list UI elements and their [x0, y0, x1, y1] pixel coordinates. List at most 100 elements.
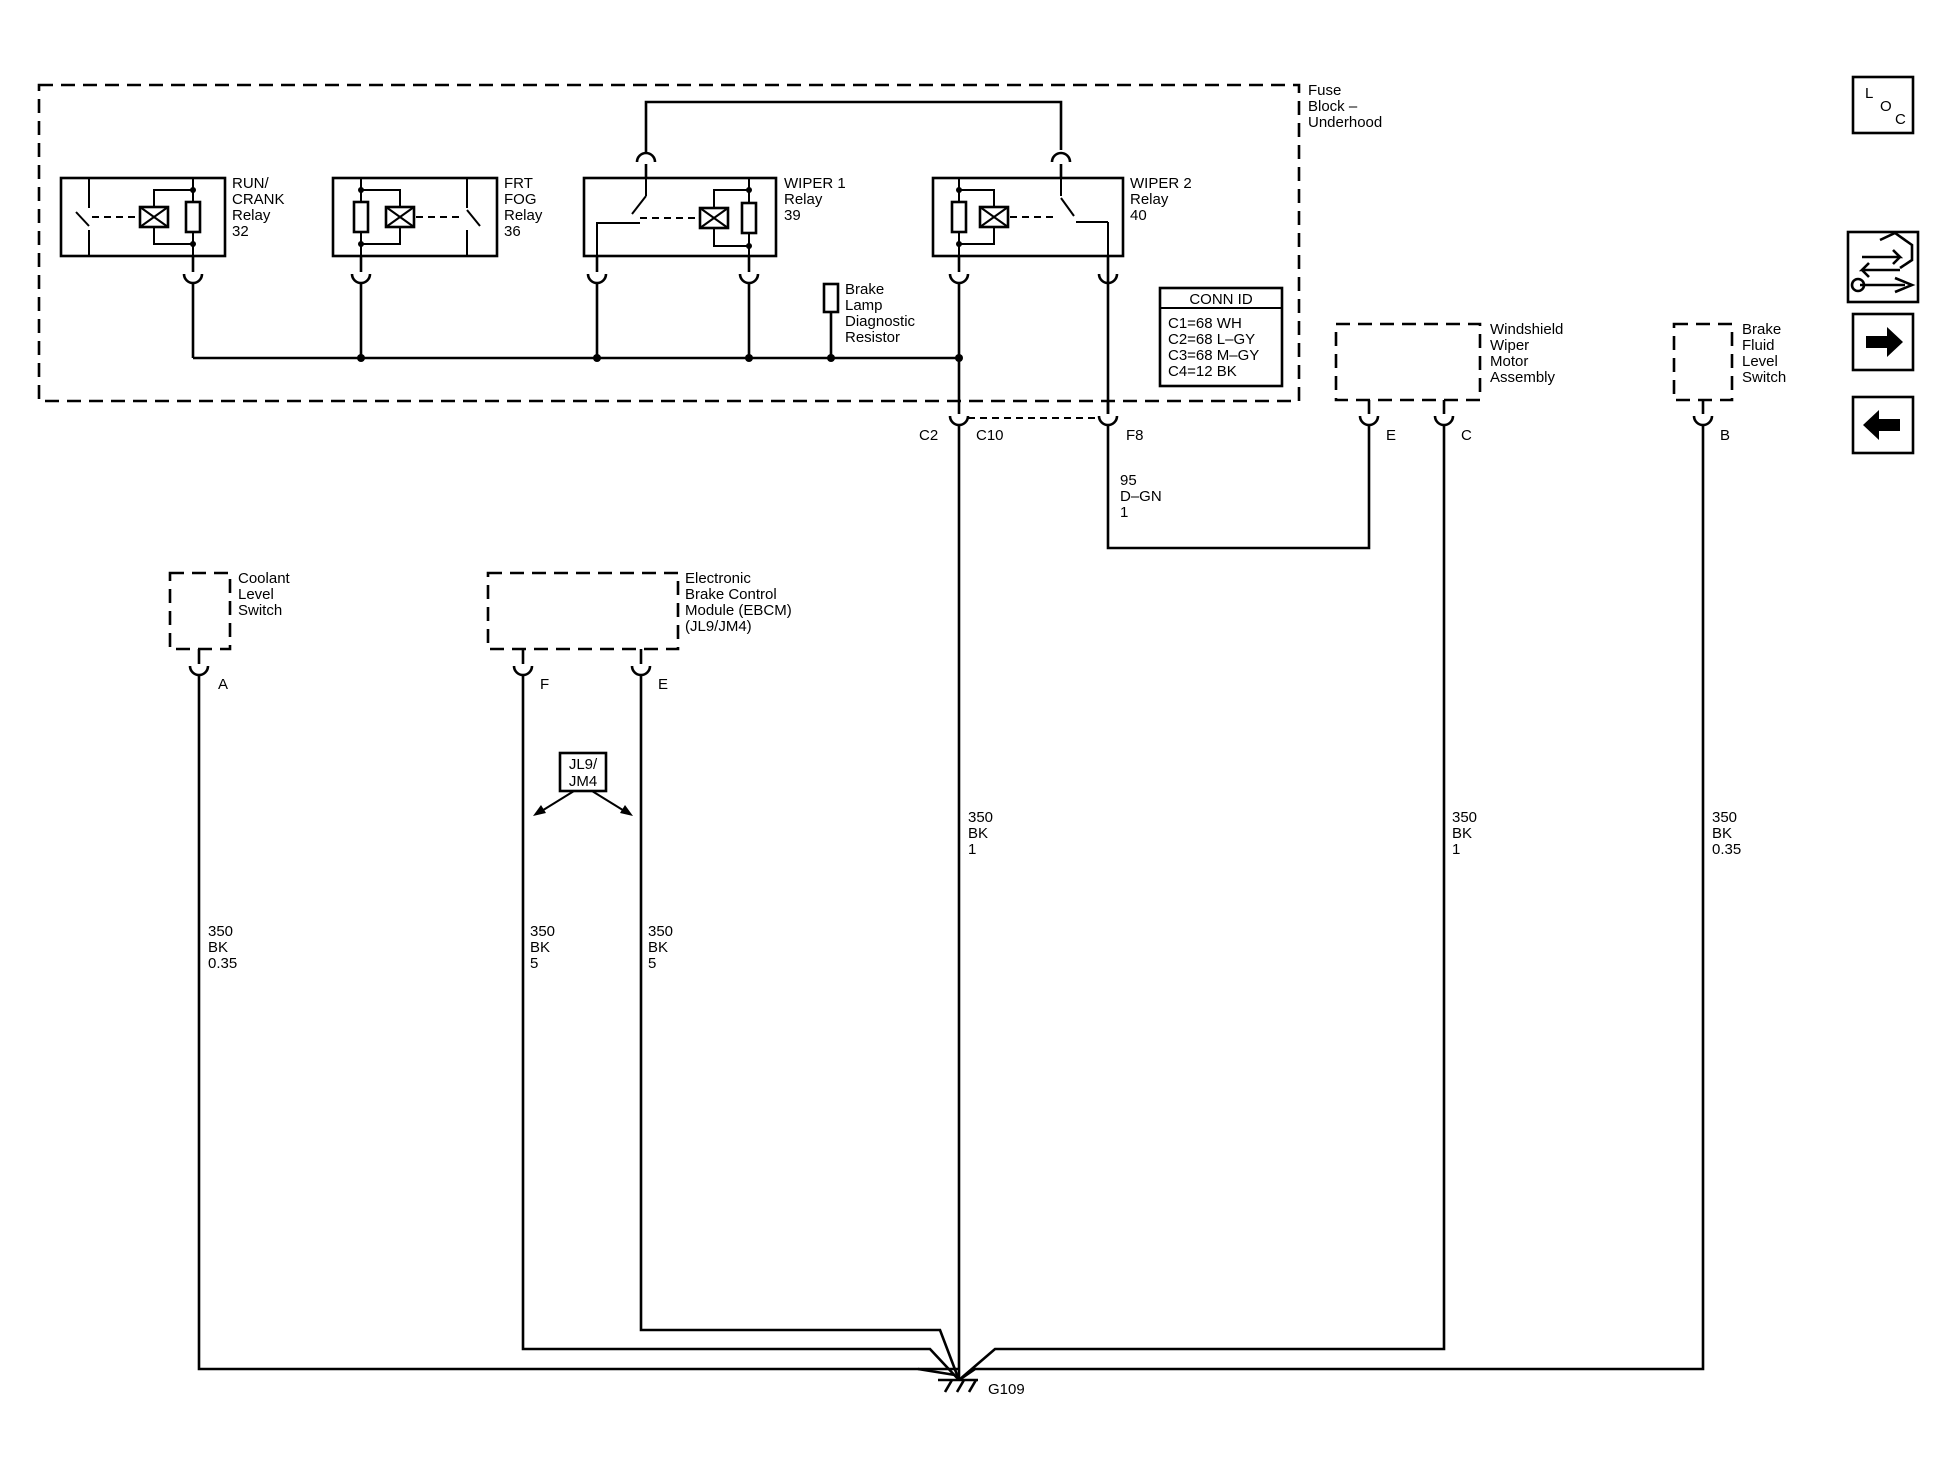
brake-fluid-wire-label-3: 0.35 — [1712, 841, 1741, 858]
c2-wire-label-3: 1 — [968, 841, 976, 858]
fuse-block-label-1: Fuse — [1308, 82, 1341, 99]
ebcm-label-2: Brake Control — [685, 586, 777, 603]
connector-tool-button[interactable] — [1846, 230, 1920, 304]
conn-id-row-3: C3=68 M–GY — [1168, 347, 1259, 364]
wiper-2-relay-label-1: WIPER 2 — [1130, 175, 1192, 192]
run-crank-relay-label-2: CRANK — [232, 191, 285, 208]
run-crank-relay: RUN/ CRANK Relay 32 — [59, 175, 285, 258]
wiper-motor-label-2: Wiper — [1490, 337, 1529, 354]
coolant-label-2: Level — [238, 586, 274, 603]
connector-f8-label: F8 — [1126, 427, 1144, 444]
run-crank-relay-label-4: 32 — [232, 223, 249, 240]
wire-labels: 350 BK 1 350 BK 1 350 BK 0.35 350 BK 0.3… — [208, 809, 1741, 972]
ebcm-e-wire-label-2: BK — [648, 939, 668, 956]
loc-letter-o: O — [1880, 98, 1892, 115]
ebcm-f-wire-label-2: BK — [530, 939, 550, 956]
ebcm-connector-e-label: E — [658, 676, 668, 693]
wiper-motor-label-1: Windshield — [1490, 321, 1563, 338]
wire-95-label-2: D–GN — [1120, 488, 1162, 505]
frt-fog-relay-label-2: FOG — [504, 191, 537, 208]
ground-g109-label: G109 — [988, 1381, 1025, 1398]
ground-g109: G109 — [938, 1378, 1025, 1398]
brake-fluid-label-4: Switch — [1742, 369, 1786, 386]
ebcm-e-wire-label-1: 350 — [648, 923, 673, 940]
resistor-label-2: Lamp — [845, 297, 883, 314]
option-label-1: JL9/ — [569, 756, 598, 773]
conn-id-row-4: C4=12 BK — [1168, 363, 1237, 380]
loc-letter-l: L — [1865, 85, 1873, 102]
conn-id-table: CONN ID C1=68 WH C2=68 L–GY C3=68 M–GY C… — [1158, 286, 1284, 388]
conn-id-title: CONN ID — [1189, 291, 1253, 308]
fuse-block-underhood: Fuse Block – Underhood — [37, 82, 1382, 403]
ground-wires — [197, 425, 1705, 1382]
brake-lamp-diagnostic-resistor: Brake Lamp Diagnostic Resistor — [822, 281, 916, 346]
wiper-2-relay: WIPER 2 Relay 40 — [931, 175, 1192, 258]
wiper-motor-label-4: Assembly — [1490, 369, 1556, 386]
option-jl9-jm4: JL9/ JM4 — [533, 751, 633, 816]
wiper-2-relay-label-3: 40 — [1130, 207, 1147, 224]
wiper-1-relay-label-3: 39 — [784, 207, 801, 224]
wiper-1-relay-label-1: WIPER 1 — [784, 175, 846, 192]
wiper-connector-c-label: C — [1461, 427, 1472, 444]
conn-id-row-1: C1=68 WH — [1168, 315, 1242, 332]
wiper-motor-label-3: Motor — [1490, 353, 1528, 370]
ebcm-label-4: (JL9/JM4) — [685, 618, 752, 635]
resistor-label-3: Diagnostic — [845, 313, 916, 330]
wire-95-label-1: 95 — [1120, 472, 1137, 489]
brake-fluid-label-2: Fluid — [1742, 337, 1775, 354]
frt-fog-relay: FRT FOG Relay 36 — [331, 175, 543, 258]
c2-wire-label-2: BK — [968, 825, 988, 842]
wire-95-dgn: 95 D–GN 1 — [1106, 425, 1371, 550]
arrow-right-icon — [1866, 327, 1903, 357]
ebcm-f-wire-label-3: 5 — [530, 955, 538, 972]
relay-terminals — [182, 256, 1119, 285]
brake-fluid-wire-label-1: 350 — [1712, 809, 1737, 826]
connector-c10-label: C10 — [976, 427, 1004, 444]
coolant-label-1: Coolant — [238, 570, 291, 587]
connector-c2-label: C2 — [919, 427, 938, 444]
wiper-1-relay: WIPER 1 Relay 39 — [582, 175, 846, 258]
coolant-level-switch: Coolant Level Switch A — [168, 570, 291, 693]
wire-95-label-3: 1 — [1120, 504, 1128, 521]
wiper-2-relay-label-2: Relay — [1130, 191, 1169, 208]
fuse-block-label-2: Block – — [1308, 98, 1358, 115]
wiper-c-wire-label-3: 1 — [1452, 841, 1460, 858]
conn-id-row-2: C2=68 L–GY — [1168, 331, 1255, 348]
wiper-connector-e-label: E — [1386, 427, 1396, 444]
coolant-wire-label-1: 350 — [208, 923, 233, 940]
coolant-wire-label-3: 0.35 — [208, 955, 237, 972]
frt-fog-relay-label-3: Relay — [504, 207, 543, 224]
brake-fluid-connector-b-label: B — [1720, 427, 1730, 444]
connector-tool-icon — [1850, 231, 1916, 294]
brake-fluid-wire-label-2: BK — [1712, 825, 1732, 842]
wiper-1-relay-label-2: Relay — [784, 191, 823, 208]
fuse-block-label-3: Underhood — [1308, 114, 1382, 131]
option-label-2: JM4 — [569, 773, 597, 790]
brake-fluid-label-1: Brake — [1742, 321, 1781, 338]
wiper-c-wire-label-1: 350 — [1452, 809, 1477, 826]
wiper-c-wire-label-2: BK — [1452, 825, 1472, 842]
previous-page-button[interactable] — [1851, 395, 1915, 455]
resistor-label-1: Brake — [845, 281, 884, 298]
ebcm-e-wire-label-3: 5 — [648, 955, 656, 972]
ebcm-label-1: Electronic — [685, 570, 751, 587]
location-button[interactable]: L O C — [1851, 75, 1915, 135]
ebcm-label-3: Module (EBCM) — [685, 602, 792, 619]
ebcm-f-wire-label-1: 350 — [530, 923, 555, 940]
brake-fluid-label-3: Level — [1742, 353, 1778, 370]
resistor-label-4: Resistor — [845, 329, 900, 346]
windshield-wiper-motor-assembly: Windshield Wiper Motor Assembly E C — [1334, 321, 1563, 444]
c2-wire-label-1: 350 — [968, 809, 993, 826]
run-crank-relay-label-1: RUN/ — [232, 175, 269, 192]
run-crank-relay-label-3: Relay — [232, 207, 271, 224]
wiper-relay-jumper — [635, 100, 1072, 178]
next-page-button[interactable] — [1851, 312, 1915, 372]
coolant-wire-label-2: BK — [208, 939, 228, 956]
coolant-label-3: Switch — [238, 602, 282, 619]
ebcm-module: Electronic Brake Control Module (EBCM) (… — [486, 570, 792, 693]
fuse-block-bus — [191, 283, 963, 400]
coolant-connector-a-label: A — [218, 676, 228, 693]
arrow-left-icon — [1863, 410, 1900, 440]
location-icon: L O C — [1865, 85, 1906, 128]
brake-fluid-level-switch: Brake Fluid Level Switch B — [1672, 321, 1786, 444]
